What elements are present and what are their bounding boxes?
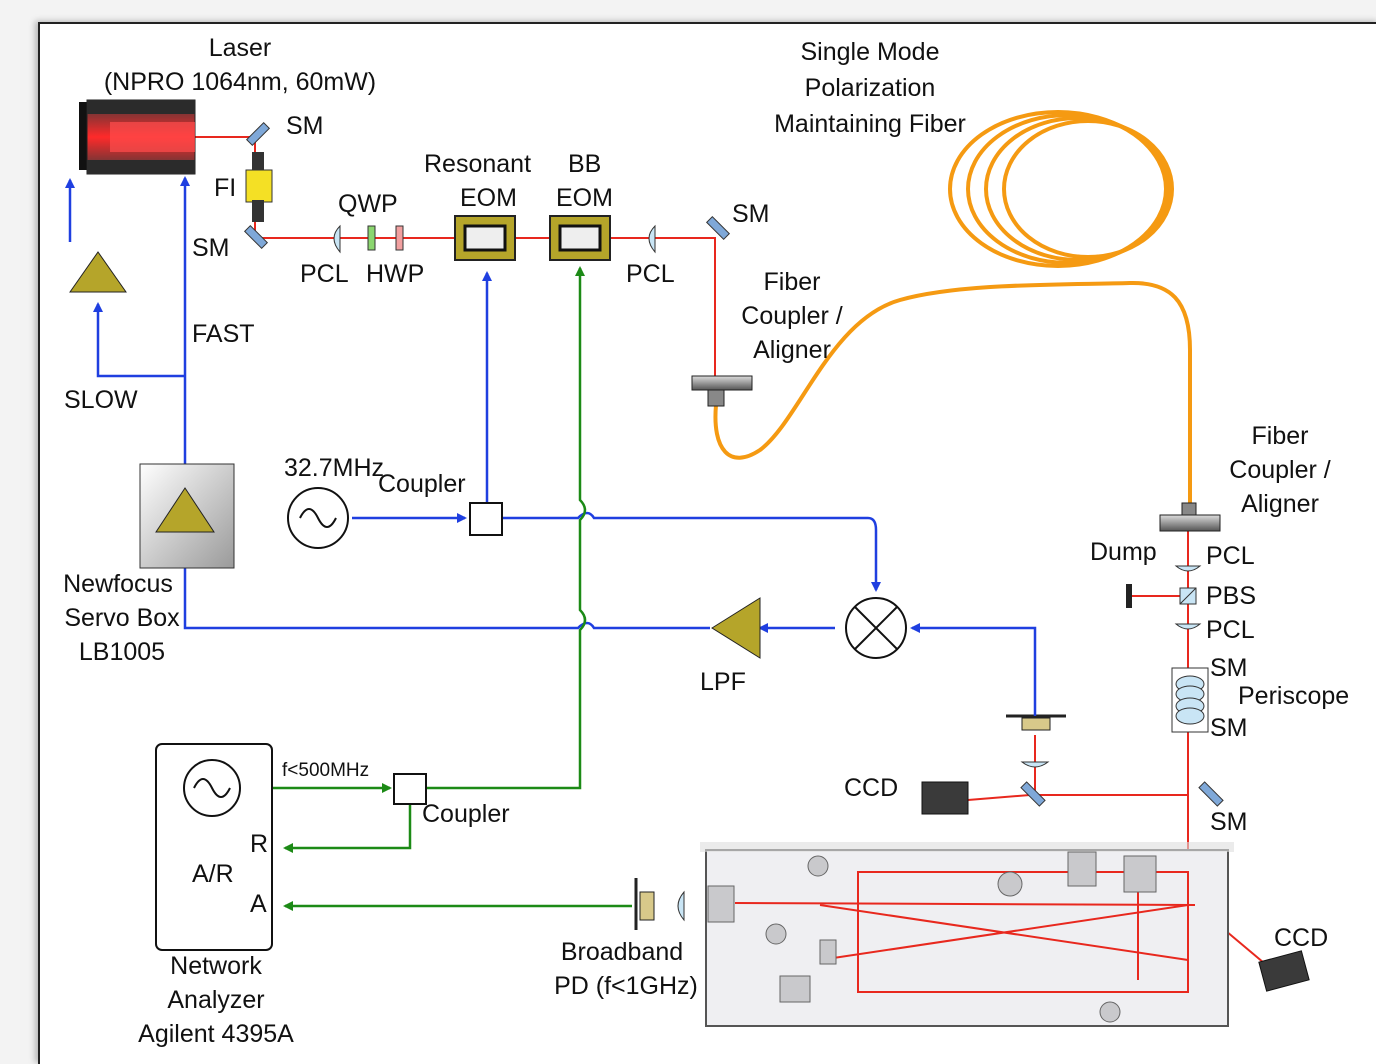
faraday-isolator (245, 152, 273, 222)
steering-mirror-2 (243, 224, 269, 250)
control-signals (65, 176, 1037, 716)
optical-cavity-table (700, 842, 1234, 1027)
label-pcl-4: PCL (1206, 616, 1255, 644)
label-dump: Dump (1090, 538, 1157, 566)
label-pcl-2: PCL (626, 260, 675, 288)
label-eom-2: EOM (556, 184, 613, 212)
label-sm-5: SM (1210, 714, 1248, 742)
ccd-camera-1 (921, 781, 969, 815)
label-qwp: QWP (338, 190, 398, 218)
label-ar: A/R (192, 860, 234, 888)
label-na-1: Network (170, 952, 262, 980)
label-f500: f<500MHz (282, 760, 369, 781)
beam-dump (1126, 584, 1132, 608)
plano-convex-lens-3 (1174, 565, 1202, 572)
label-pbs: PBS (1206, 582, 1256, 610)
label-fc1-1: Fiber (764, 268, 821, 296)
label-resonant: Resonant (424, 150, 531, 178)
label-ccd-1: CCD (844, 774, 898, 802)
label-fast: FAST (192, 320, 255, 348)
label-sm-3: SM (732, 200, 770, 228)
label-fi: FI (214, 174, 236, 202)
label-coupler-1: Coupler (378, 470, 466, 498)
label-a: A (250, 890, 267, 918)
mixer (845, 597, 907, 659)
optical-fiber (713, 110, 1192, 505)
label-na-2: Analyzer (167, 986, 264, 1014)
steering-mirror-3 (705, 215, 731, 241)
label-pcl-3: PCL (1206, 542, 1255, 570)
plano-convex-lens-2 (648, 224, 656, 254)
label-fc1-3: Aligner (753, 336, 831, 364)
label-coupler-2: Coupler (422, 800, 510, 828)
label-slow: SLOW (64, 386, 138, 414)
broadband-photodetector (634, 878, 685, 930)
fiber-coupler-2 (1159, 502, 1221, 532)
label-r: R (250, 830, 268, 858)
label-bbpd-2: PD (f<1GHz) (554, 972, 698, 1000)
label-newfocus-2: Servo Box (64, 604, 180, 632)
label-ccd-2: CCD (1274, 924, 1328, 952)
servo-box (139, 463, 235, 569)
broadband-eom (549, 215, 611, 261)
label-sm-2: SM (192, 234, 230, 262)
oscillator-32mhz (287, 487, 349, 549)
label-fiber-1: Single Mode (801, 38, 940, 66)
label-laser-title: Laser (209, 34, 272, 62)
label-sm-4: SM (1210, 654, 1248, 682)
quarter-wave-plate (367, 225, 376, 251)
steering-mirror-4 (1198, 781, 1224, 807)
label-lpf: LPF (700, 668, 746, 696)
label-newfocus-1: Newfocus (63, 570, 173, 598)
label-pcl-1: PCL (300, 260, 349, 288)
steering-mirror-5 (1020, 781, 1046, 807)
label-fiber-3: Maintaining Fiber (774, 110, 966, 138)
label-na-3: Agilent 4395A (138, 1020, 294, 1048)
low-pass-filter (711, 597, 761, 659)
label-sm-1: SM (286, 112, 324, 140)
periscope (1171, 667, 1209, 733)
label-freq: 32.7MHz (284, 454, 384, 482)
slow-amplifier (69, 251, 127, 293)
label-newfocus-3: LB1005 (79, 638, 165, 666)
label-laser-spec: (NPRO 1064nm, 60mW) (104, 68, 376, 96)
coupler-box-1 (469, 502, 503, 536)
label-fc2-2: Coupler / (1229, 456, 1330, 484)
label-fiber-2: Polarization (805, 74, 936, 102)
plano-convex-lens-4 (1174, 623, 1202, 630)
label-bb: BB (568, 150, 601, 178)
polarizing-beam-splitter (1179, 587, 1197, 605)
label-periscope: Periscope (1238, 682, 1349, 710)
half-wave-plate (395, 225, 404, 251)
steering-mirror-1 (245, 121, 271, 147)
coupler-box-2 (393, 773, 427, 805)
label-bbpd-1: Broadband (561, 938, 683, 966)
npro-laser (79, 99, 196, 175)
label-fc2-3: Aligner (1241, 490, 1319, 518)
resonant-eom (454, 215, 516, 261)
label-sm-6: SM (1210, 808, 1248, 836)
ccd-camera-2 (1258, 950, 1310, 992)
label-hwp: HWP (366, 260, 424, 288)
fiber-coupler-1 (691, 375, 753, 407)
network-analyzer (155, 743, 273, 951)
rf-signals (245, 266, 632, 911)
plano-convex-lens-1 (333, 224, 341, 254)
label-fc1-2: Coupler / (741, 302, 842, 330)
label-fc2-1: Fiber (1252, 422, 1309, 450)
label-eom-1: EOM (460, 184, 517, 212)
